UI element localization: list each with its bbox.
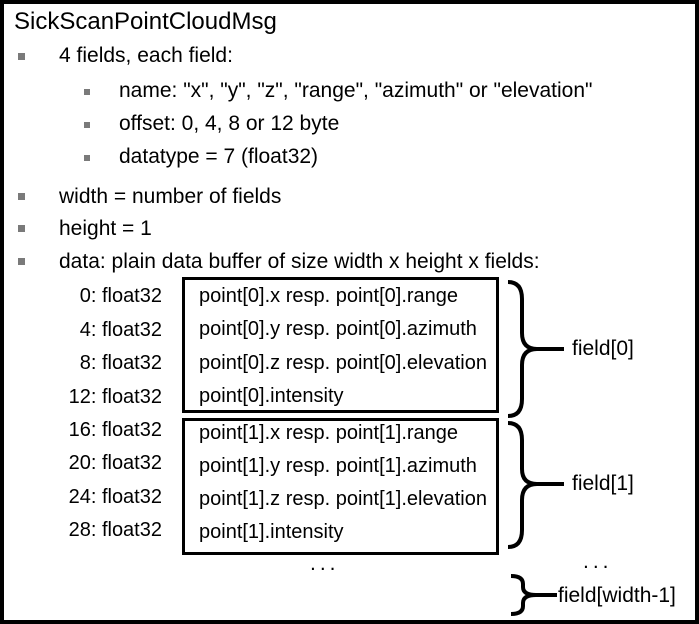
field0-label: field[0] [572,337,634,360]
buffer-cell: point[1].intensity [199,521,344,543]
bullet-icon [84,155,90,161]
page-title: SickScanPointCloudMsg [14,8,277,35]
buffer-cell: point[0].z resp. point[0].elevation [199,352,487,374]
buffer-cell: point[0].y resp. point[0].azimuth [199,318,477,340]
offset-label: 4: float32 [79,319,162,341]
bullet-icon [18,258,25,265]
sub-bullet-name: name: "x", "y", "z", "range", "azimuth" … [119,79,593,102]
curly-brace-field0 [507,280,564,418]
buffer-block-field1: point[1].x resp. point[1].range point[1]… [182,418,499,555]
curly-brace-field1 [507,421,564,549]
bullet-icon [18,53,25,60]
bullet-icon [18,225,25,232]
offset-label: 8: float32 [79,352,162,374]
offset-label: 16: float32 [68,419,162,441]
ellipsis-right: ... [583,550,613,573]
buffer-cell: point[1].x resp. point[1].range [199,422,459,444]
bullet-icon [84,122,90,128]
offset-label: 24: float32 [68,486,162,508]
offset-label: 0: float32 [79,285,162,307]
buffer-cell: point[0].x resp. point[0].range [199,285,459,307]
bullet-item-fields: 4 fields, each field: [59,44,233,67]
curly-brace-field-last [510,574,557,616]
offset-label: 12: float32 [68,386,162,408]
buffer-cell: point[0].intensity [199,385,344,407]
bullet-icon [18,193,25,200]
sub-bullet-datatype: datatype = 7 (float32) [119,145,319,168]
buffer-cell: point[1].y resp. point[1].azimuth [199,455,477,477]
bullet-item-data: data: plain data buffer of size width x … [59,250,540,273]
buffer-cell: point[1].z resp. point[1].elevation [199,488,487,510]
offset-label: 20: float32 [68,452,162,474]
field1-label: field[1] [572,472,634,495]
offset-label: 28: float32 [68,519,162,541]
sub-bullet-offset: offset: 0, 4, 8 or 12 byte [119,112,340,135]
ellipsis-center: ... [310,552,340,575]
field-last-label: field[width-1] [558,584,676,607]
buffer-block-field0: point[0].x resp. point[0].range point[0]… [182,277,499,413]
bullet-item-height: height = 1 [59,217,152,240]
bullet-item-width: width = number of fields [59,185,282,208]
bullet-icon [84,89,90,95]
